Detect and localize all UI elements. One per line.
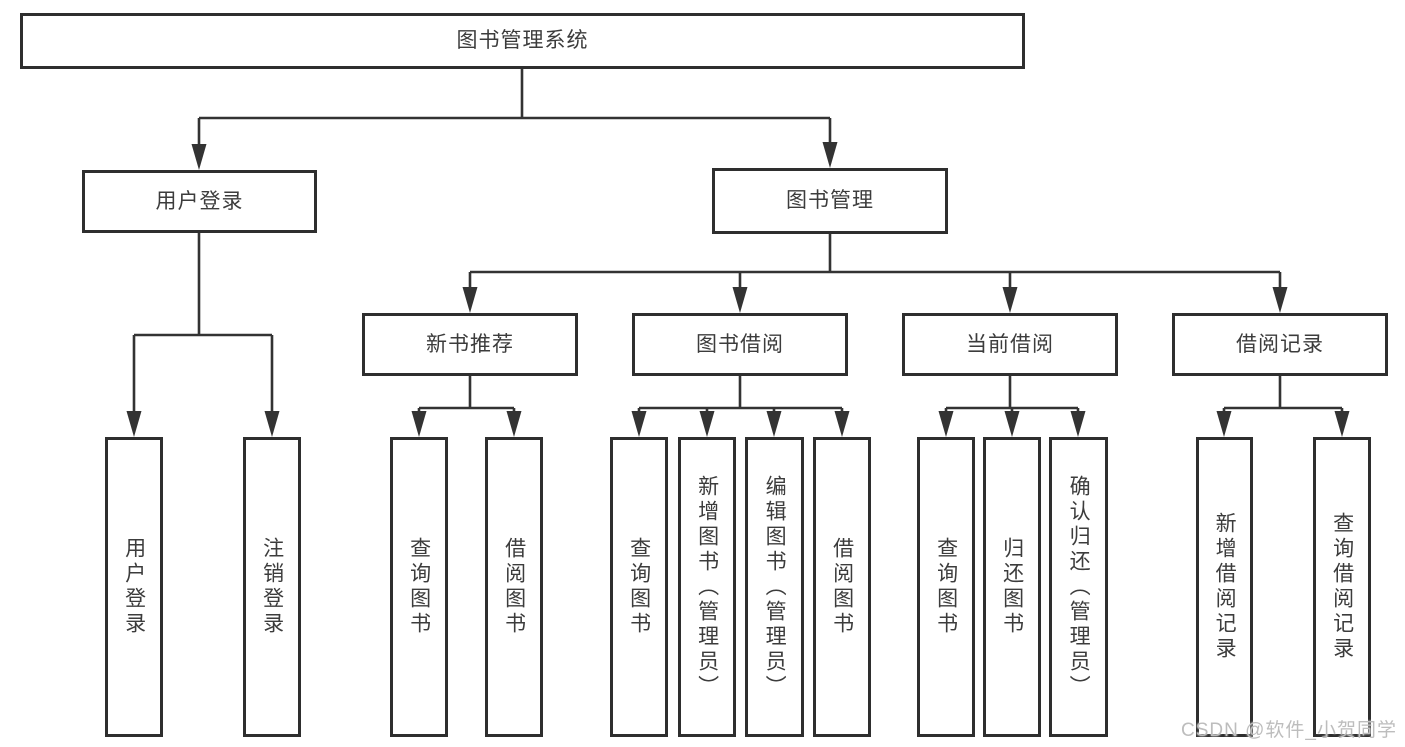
node-borrow-books-1: 借阅图书 [485,437,543,737]
node-book-borrowing: 图书借阅 [632,313,848,376]
node-new-book-recommendation: 新书推荐 [362,313,578,376]
node-borrow-books-2: 借阅图书 [813,437,871,737]
node-book-management: 图书管理 [712,168,948,234]
node-user-login: 用户登录 [82,170,317,233]
node-confirm-return-admin: 确认归还（管理员） [1049,437,1108,737]
node-query-borrow-record: 查询借阅记录 [1313,437,1371,737]
node-logout: 注销登录 [243,437,301,737]
node-library-management-system: 图书管理系统 [20,13,1025,69]
node-user-login-leaf: 用户登录 [105,437,163,737]
node-current-borrowing: 当前借阅 [902,313,1118,376]
node-add-books-admin: 新增图书（管理员） [678,437,736,737]
node-query-books-3: 查询图书 [917,437,975,737]
watermark: CSDN @软件_小贺同学 [1181,720,1397,741]
node-return-books: 归还图书 [983,437,1041,737]
node-borrowing-records: 借阅记录 [1172,313,1388,376]
node-query-books-2: 查询图书 [610,437,668,737]
node-edit-books-admin: 编辑图书（管理员） [745,437,804,737]
node-add-borrow-record: 新增借阅记录 [1196,437,1253,737]
node-query-books-1: 查询图书 [390,437,448,737]
